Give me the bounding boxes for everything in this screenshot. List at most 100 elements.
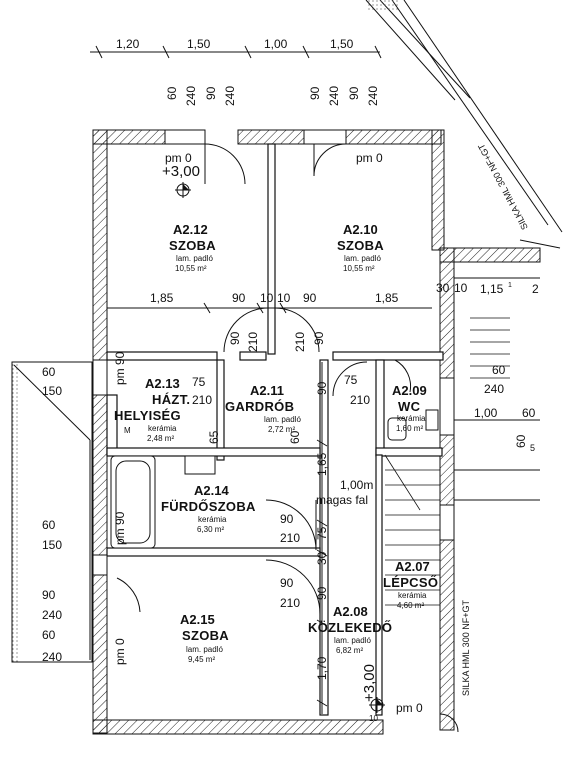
door-dim-a215-w: 90 (280, 576, 294, 590)
top-dim-2: 1,50 (187, 37, 211, 51)
left-dim-6: 240 (42, 608, 63, 622)
right-dim-4: 60 (522, 406, 536, 420)
level-plus300-a: +3,00 (162, 163, 200, 180)
room-code-a214: A2.14 (194, 483, 229, 498)
room-code-a209: A2.09 (392, 383, 427, 398)
room-name-a215: SZOBA (182, 628, 229, 643)
dim-60: 60 (288, 430, 302, 444)
vert-dim-90: 90 (315, 586, 329, 600)
mid-dim-5: 90 (303, 291, 317, 305)
right-dim-6: 5 (530, 443, 536, 453)
room-floor-a215: lam. padló (186, 645, 223, 654)
left-dim-1: 60 (42, 365, 56, 379)
room-area-a209: 1,60 m² (396, 424, 424, 433)
mid-dimension-line (107, 302, 432, 314)
top-dim-1: 1,20 (116, 37, 140, 51)
mid-dim-6: 1,85 (375, 291, 399, 305)
room-floor-a212: lam. padló (176, 254, 213, 263)
dim-65: 65 (207, 430, 221, 444)
vert-dim-75: 75 (315, 526, 329, 540)
room-area-a213: 2,48 m² (147, 434, 175, 443)
door-dim-a209-w: 75 (344, 373, 358, 387)
room-code-a207: A2.07 (395, 559, 430, 574)
room-area-a214: 6,30 m² (197, 525, 225, 534)
mid-dim-11: 2 (532, 282, 539, 296)
room-name-a212: SZOBA (169, 238, 216, 253)
room-code-a211: A2.11 (250, 383, 284, 398)
left-dim-2: 150 (42, 384, 63, 398)
windows (92, 129, 455, 576)
top-opening-dim-8: 240 (366, 85, 380, 106)
outer-walls (92, 129, 541, 735)
room-area-a207: 4,60 m² (397, 601, 425, 610)
stair-treads (384, 317, 510, 606)
wall-note-line1: 1,00m (340, 478, 374, 492)
wall-note-line2: magas fal (316, 493, 369, 507)
left-dim-5: 90 (42, 588, 56, 602)
room-code-a215: A2.15 (180, 612, 215, 627)
roof-edge-lines (365, 0, 563, 249)
vertical-dimension-line (316, 362, 328, 714)
door-dim-a213-h: 210 (192, 393, 213, 407)
right-dim-5: 60 (514, 434, 528, 448)
top-opening-dim-1: 60 (165, 86, 179, 100)
room-code-a212: A2.12 (173, 222, 208, 237)
level-pm0-a: pm 0 (165, 151, 192, 165)
door-dim-a214-w: 90 (280, 512, 294, 526)
door-dim-a213-w: 75 (192, 375, 206, 389)
left-dim-7: 60 (42, 628, 56, 642)
vert-dim-170: 1,70 (315, 656, 329, 680)
right-dim-3: 1,00 (474, 406, 498, 420)
left-roof-fill (12, 362, 20, 662)
vert-dim-165: 1,65 (315, 452, 329, 476)
room-area-a212: 10,55 m² (175, 264, 207, 273)
room-area-a208: 6,82 m² (336, 646, 364, 655)
room-name-a209: WC (398, 399, 421, 414)
mid-dim-8: 10 (454, 281, 468, 295)
top-dim-3: 1,00 (264, 37, 288, 51)
top-opening-dim-7: 90 (347, 86, 361, 100)
room-floor-a210: lam. padló (344, 254, 381, 263)
top-dim-4: 1,50 (330, 37, 354, 51)
door-dim-a214-h: 210 (280, 531, 301, 545)
door-dim-top-2: 210 (246, 331, 260, 352)
room-name-a207: LÉPCSŐ (383, 575, 439, 590)
door-dim-a209-h: 210 (350, 393, 371, 407)
room-floor-a208: lam. padló (334, 636, 371, 645)
room-code-a208: A2.08 (333, 604, 368, 619)
room-name-a208: KÖZLEKEDŐ (308, 620, 393, 635)
room-name-a214: FÜRDŐSZOBA (161, 499, 256, 514)
mid-dim-2: 90 (232, 291, 246, 305)
room-area-a210: 10,55 m² (343, 264, 375, 273)
room-code-a210: A2.10 (343, 222, 378, 237)
dim-90-corridor: 90 (315, 381, 329, 395)
door-dim-top-4: 90 (312, 331, 326, 345)
level-pm0-b: pm 0 (356, 151, 383, 165)
mid-dim-7: 30 (436, 281, 450, 295)
left-dim-3: 60 (42, 518, 56, 532)
level-plus300-b: +3,00 (361, 664, 378, 702)
top-opening-dim-6: 240 (327, 85, 341, 106)
m-label: M (124, 426, 131, 435)
room-floor-a211: lam. padló (264, 415, 301, 424)
right-dim-2: 240 (484, 382, 505, 396)
room-floor-a213: kerámia (148, 424, 177, 433)
mid-dim-4: 10 (277, 291, 291, 305)
vert-dim-10: 10 (369, 714, 378, 723)
door-dim-top-1: 90 (228, 331, 242, 345)
left-dim-4: 150 (42, 538, 63, 552)
silka-label-right: SILKA HML 300 NF+GT (461, 600, 471, 696)
mid-dim-9: 1,15 (480, 282, 504, 296)
door-dim-top-3: 210 (293, 331, 307, 352)
level-pm90-b: pm 90 (113, 511, 127, 545)
room-name-a211: GARDRÓB (225, 399, 295, 414)
sanitary-fixtures (110, 409, 439, 549)
door-dim-a215-h: 210 (280, 596, 301, 610)
top-opening-dim-4: 240 (223, 85, 237, 106)
level-pm90-a: pm 90 (113, 351, 127, 385)
room-name-a210: SZOBA (337, 238, 384, 253)
room-name-a213-line1: HÁZT. (152, 392, 191, 407)
top-dimension-line (90, 45, 382, 59)
room-area-a211: 2,72 m² (268, 425, 296, 434)
